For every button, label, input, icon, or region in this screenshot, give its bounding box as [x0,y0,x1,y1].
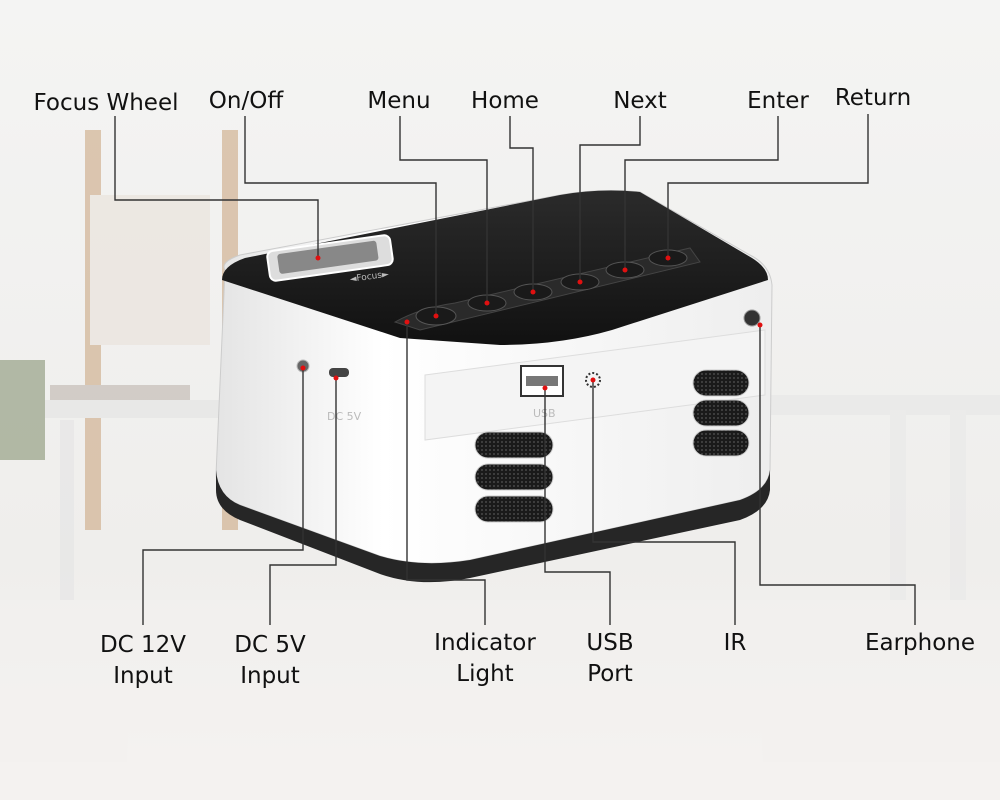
leader-line-home [509,116,534,292]
marker-dots [300,255,763,391]
label-next: Next [613,88,667,114]
label-usb-port: USB Port [586,628,633,690]
label-focus-wheel: Focus Wheel [33,90,179,116]
label-line: Indicator [434,630,536,656]
leader-line-usb [544,388,611,625]
background-furniture [0,130,1000,800]
leader-line-return [667,114,869,258]
marker-dot-dc12v [300,365,306,371]
label-enter: Enter [747,88,809,114]
marker-dot-on-off [433,313,439,319]
marker-dot-menu [484,300,490,306]
dc5v-port[interactable] [329,368,349,377]
leader-line-next [579,116,641,282]
label-line: Port [587,661,633,687]
ir-sensor [585,372,601,388]
label-dc5v-input: DC 5V Input [234,630,305,692]
leader-line-earphone [759,325,916,625]
marker-dot-ir [590,377,596,383]
label-earphone: Earphone [864,630,976,656]
marker-dot-return [665,255,671,261]
label-menu: Menu [367,88,431,114]
label-on-off: On/Off [208,88,284,114]
earphone-jack[interactable] [743,309,761,327]
leader-line-enter [624,116,779,270]
marker-dot-focus-wheel [315,255,321,261]
marker-dot-dc5v [333,375,339,381]
leader-line-dc5v [269,378,337,625]
label-line: Input [113,663,173,689]
label-line: Input [240,663,300,689]
dc5v-marking: DC 5V [327,410,362,423]
marker-dot-earphone [757,322,763,328]
leader-line-focus-wheel [114,116,319,258]
label-ir: IR [723,630,747,656]
vents [474,369,750,523]
label-line: Light [456,661,514,687]
label-home: Home [471,88,539,114]
marker-dot-home [530,289,536,295]
leader-lines [114,114,916,625]
leader-line-menu [399,116,488,303]
marker-dot-indicator [404,319,410,325]
projector-device: ◄Focus► USB DC 5V [215,190,773,583]
label-line: USB [586,630,634,656]
label-line: DC 12V [99,632,187,658]
label-line: DC 5V [234,632,306,658]
marker-dot-usb [542,385,548,391]
label-return: Return [834,85,912,111]
leader-line-ir [592,380,736,625]
marker-dot-enter [622,267,628,273]
marker-dot-next [577,279,583,285]
leader-line-indicator [406,322,486,625]
usb-marking: USB [533,407,556,420]
leader-line-on-off [244,116,437,316]
leader-line-dc12v [142,368,304,625]
label-dc12v-input: DC 12V Input [100,630,186,692]
